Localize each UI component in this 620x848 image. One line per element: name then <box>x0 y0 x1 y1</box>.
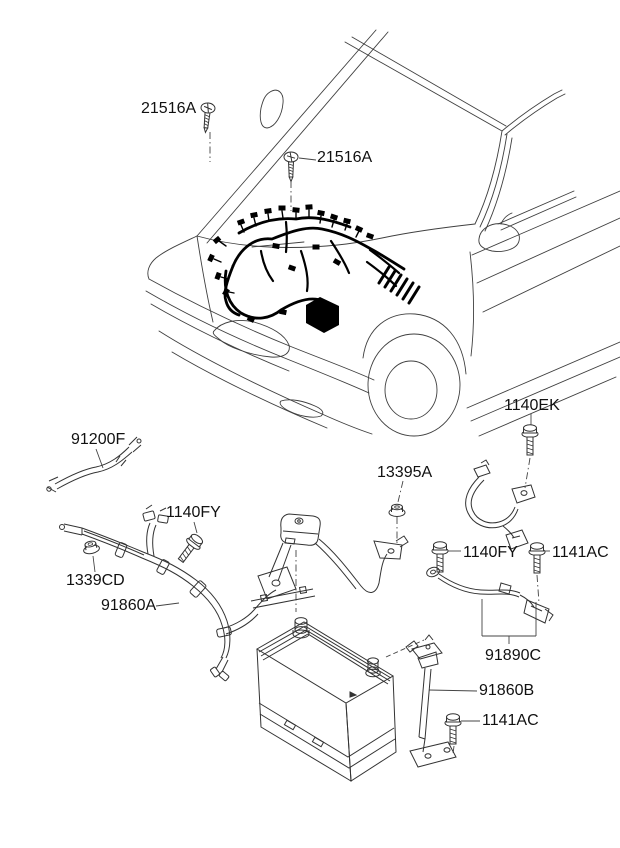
harness-connectors <box>207 204 375 323</box>
part-label-21516a-left: 21516A <box>141 100 197 117</box>
battery-wiring-main <box>59 504 277 682</box>
part-label-91890c: 91890C <box>485 647 542 664</box>
ground-cable-bracket-assembly <box>426 566 554 624</box>
nut-icon <box>81 539 101 556</box>
battery <box>256 617 397 782</box>
car-outline <box>145 29 620 437</box>
part-label-1140fy-left: 1140FY <box>166 504 221 521</box>
bolt-icon <box>444 713 462 745</box>
ground-strap <box>465 459 536 550</box>
part-label-21516a-center: 21516A <box>317 149 373 166</box>
screw-icon <box>197 101 216 134</box>
engine-harness <box>207 204 421 333</box>
part-label-1141ac-upper: 1141AC <box>552 544 609 561</box>
ground-cable-small <box>46 436 142 493</box>
fasteners <box>81 101 546 745</box>
bolt-icon <box>528 542 546 574</box>
part-label-91860b: 91860B <box>479 682 535 699</box>
fuse-link-box-assembly <box>250 513 409 609</box>
junction-box <box>306 297 339 333</box>
part-label-91860a: 91860A <box>101 597 157 614</box>
bolt-icon <box>173 531 206 566</box>
part-label-1141ac-lower: 1141AC <box>482 712 539 729</box>
negative-cable <box>405 634 457 768</box>
part-label-1339cd: 1339CD <box>66 572 125 589</box>
harness-loom-stripes <box>377 265 421 305</box>
part-label-13395a: 13395A <box>377 464 433 481</box>
part-label-1140fy-right: 1140FY <box>463 544 518 561</box>
screw-icon <box>283 151 299 182</box>
leader-lines <box>92 132 550 755</box>
part-label-1140ek: 1140EK <box>504 397 560 414</box>
bolt-icon <box>521 424 539 456</box>
part-label-91200f: 91200F <box>71 431 126 448</box>
nut-icon <box>388 503 406 517</box>
